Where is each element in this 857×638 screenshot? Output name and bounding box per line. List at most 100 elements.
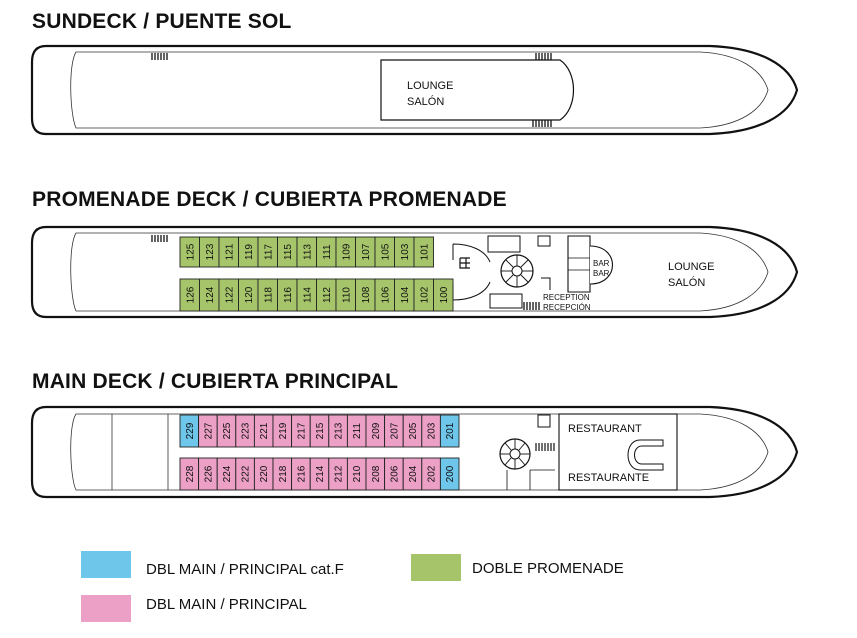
cabin-126[interactable]: 126 <box>179 278 200 312</box>
cabin-106[interactable]: 106 <box>374 278 395 312</box>
cabin-202[interactable]: 202 <box>421 457 441 491</box>
cabin-number: 118 <box>263 287 274 303</box>
cabin-number: 116 <box>283 287 294 303</box>
cabin-number: 106 <box>380 286 391 303</box>
cabin-number: 222 <box>241 465 252 482</box>
cabin-number: 217 <box>296 422 307 439</box>
cabin-124[interactable]: 124 <box>199 278 220 312</box>
cabin-206[interactable]: 206 <box>384 457 404 491</box>
cabin-box <box>439 457 460 491</box>
cabin-102[interactable]: 102 <box>413 278 434 312</box>
cabin-109[interactable]: 109 <box>335 236 356 268</box>
cabin-111[interactable]: 111 <box>316 236 337 268</box>
cabin-number: 212 <box>334 465 345 482</box>
cabin-125[interactable]: 125 <box>179 236 200 268</box>
cabin-number: 114 <box>302 287 313 303</box>
cabin-217[interactable]: 217 <box>291 414 311 448</box>
cabin-number: 207 <box>389 422 400 439</box>
cabin-107[interactable]: 107 <box>355 236 376 268</box>
legend-swatch-main <box>81 595 131 622</box>
cabin-210[interactable]: 210 <box>346 457 367 491</box>
cabin-223[interactable]: 223 <box>235 414 255 448</box>
cabin-number: 211 <box>352 423 363 439</box>
cabin-224[interactable]: 224 <box>216 457 237 491</box>
cabin-number: 122 <box>224 286 235 303</box>
cabin-number: 104 <box>400 286 411 303</box>
cabin-112[interactable]: 112 <box>316 278 337 312</box>
cabin-219[interactable]: 219 <box>272 414 293 448</box>
cabin-214[interactable]: 214 <box>309 457 330 491</box>
cabin-110[interactable]: 110 <box>335 278 356 312</box>
cabin-number: 210 <box>352 465 363 482</box>
cabin-203[interactable]: 203 <box>421 414 441 448</box>
cabin-120[interactable]: 120 <box>238 278 259 312</box>
cabin-104[interactable]: 104 <box>394 278 415 312</box>
cabin-209[interactable]: 209 <box>365 414 386 448</box>
cabin-number: 209 <box>371 422 382 439</box>
cabin-number: 105 <box>380 243 391 260</box>
cabin-200[interactable]: 200 <box>439 457 460 491</box>
sundeck-salon-label: SALÓN <box>407 95 444 108</box>
sundeck-lounge-label: LOUNGE <box>407 80 453 92</box>
cabin-119[interactable]: 119 <box>238 236 259 268</box>
cabin-227[interactable]: 227 <box>198 414 218 448</box>
bar-label-es: BAR <box>593 269 610 278</box>
cabin-101[interactable]: 101 <box>413 236 434 268</box>
cabin-number: 109 <box>341 243 352 260</box>
cabin-number: 223 <box>241 422 252 439</box>
cabin-212[interactable]: 212 <box>328 457 348 491</box>
cabin-number: 220 <box>259 465 270 482</box>
cabin-229[interactable]: 229 <box>179 414 200 448</box>
cabin-225[interactable]: 225 <box>216 414 237 448</box>
cabin-number: 124 <box>205 286 216 303</box>
cabin-204[interactable]: 204 <box>402 457 423 491</box>
cabin-208[interactable]: 208 <box>365 457 386 491</box>
cabin-number: 218 <box>278 465 289 482</box>
cabin-205[interactable]: 205 <box>402 414 423 448</box>
cabin-number: 113 <box>302 244 313 260</box>
cabin-105[interactable]: 105 <box>374 236 395 268</box>
cabin-117[interactable]: 117 <box>257 236 278 268</box>
sundeck-title: SUNDECK / PUENTE SOL <box>32 10 292 33</box>
cabin-number: 119 <box>244 244 255 260</box>
promenade-deck-title: PROMENADE DECK / CUBIERTA PROMENADE <box>32 188 507 211</box>
cabin-number: 204 <box>408 465 419 482</box>
legend-swatch-main-f <box>81 551 131 578</box>
cabin-218[interactable]: 218 <box>272 457 293 491</box>
sundeck-hull: LOUNGE SALÓN <box>30 44 799 136</box>
cabin-114[interactable]: 114 <box>296 278 317 312</box>
cabin-216[interactable]: 216 <box>291 457 311 491</box>
cabin-number: 205 <box>408 422 419 439</box>
cabin-122[interactable]: 122 <box>218 278 239 312</box>
cabin-113[interactable]: 113 <box>296 236 317 268</box>
cabin-226[interactable]: 226 <box>198 457 218 491</box>
cabin-220[interactable]: 220 <box>253 457 274 491</box>
cabin-213[interactable]: 213 <box>328 414 348 448</box>
cabin-103[interactable]: 103 <box>394 236 415 268</box>
cabin-211[interactable]: 211 <box>346 414 367 448</box>
cabin-221[interactable]: 221 <box>253 414 274 448</box>
legend-label-promenade: DOBLE PROMENADE <box>472 560 624 577</box>
cabin-118[interactable]: 118 <box>257 278 278 312</box>
cabin-215[interactable]: 215 <box>309 414 330 448</box>
cabin-228[interactable]: 228 <box>179 457 200 491</box>
cabin-100[interactable]: 100 <box>433 278 454 312</box>
cabin-115[interactable]: 115 <box>277 236 298 268</box>
cabin-123[interactable]: 123 <box>199 236 220 268</box>
legend-swatch-promenade <box>411 554 461 581</box>
cabin-108[interactable]: 108 <box>355 278 376 312</box>
cabin-number: 110 <box>341 287 352 303</box>
cabin-222[interactable]: 222 <box>235 457 255 491</box>
cabin-207[interactable]: 207 <box>384 414 404 448</box>
cabin-number: 206 <box>389 465 400 482</box>
cabin-number: 213 <box>334 422 345 439</box>
cabin-number: 100 <box>439 286 450 303</box>
cabin-number: 101 <box>419 243 430 260</box>
cabin-number: 120 <box>244 286 255 303</box>
cabin-121[interactable]: 121 <box>218 236 239 268</box>
cabin-116[interactable]: 116 <box>277 278 298 312</box>
cabin-201[interactable]: 201 <box>439 414 460 448</box>
